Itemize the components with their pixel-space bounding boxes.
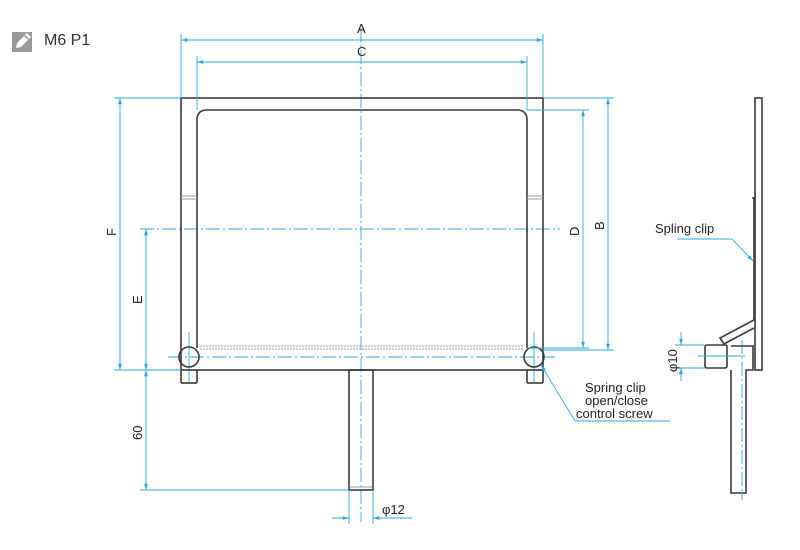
svg-text:60: 60: [130, 426, 145, 440]
frame-side-view: [698, 97, 763, 500]
frame-front-view: [178, 97, 545, 491]
svg-text:C: C: [357, 44, 366, 59]
dimension-screw-diameter: φ10: [665, 332, 705, 381]
svg-text:B: B: [592, 221, 607, 230]
dimension-D: D: [527, 109, 589, 349]
dimension-60: 60: [130, 370, 349, 491]
callout-spring-clip: Spling clip: [655, 221, 754, 262]
svg-text:φ10: φ10: [665, 349, 680, 372]
dimension-F: F: [104, 97, 181, 371]
svg-text:E: E: [130, 295, 145, 304]
dimension-stem-diameter: φ12: [332, 490, 412, 524]
svg-text:F: F: [104, 228, 119, 236]
pencil-badge-icon: [12, 32, 32, 52]
dimension-A: A: [180, 21, 544, 98]
svg-text:Spling clip: Spling clip: [655, 221, 714, 236]
thread-label: M6 P1: [44, 32, 91, 49]
dimension-B: B: [543, 97, 614, 351]
callout-screw: Spring clip open/close control screw: [540, 364, 670, 422]
svg-text:Spring clip: Spring clip: [585, 380, 646, 395]
dimension-E: E: [130, 229, 148, 370]
svg-text:control screw: control screw: [576, 406, 653, 421]
dimension-C: C: [196, 44, 528, 110]
svg-text:D: D: [567, 227, 582, 236]
svg-text:φ12: φ12: [382, 502, 405, 517]
svg-text:open/close: open/close: [585, 393, 648, 408]
svg-text:A: A: [357, 21, 366, 36]
